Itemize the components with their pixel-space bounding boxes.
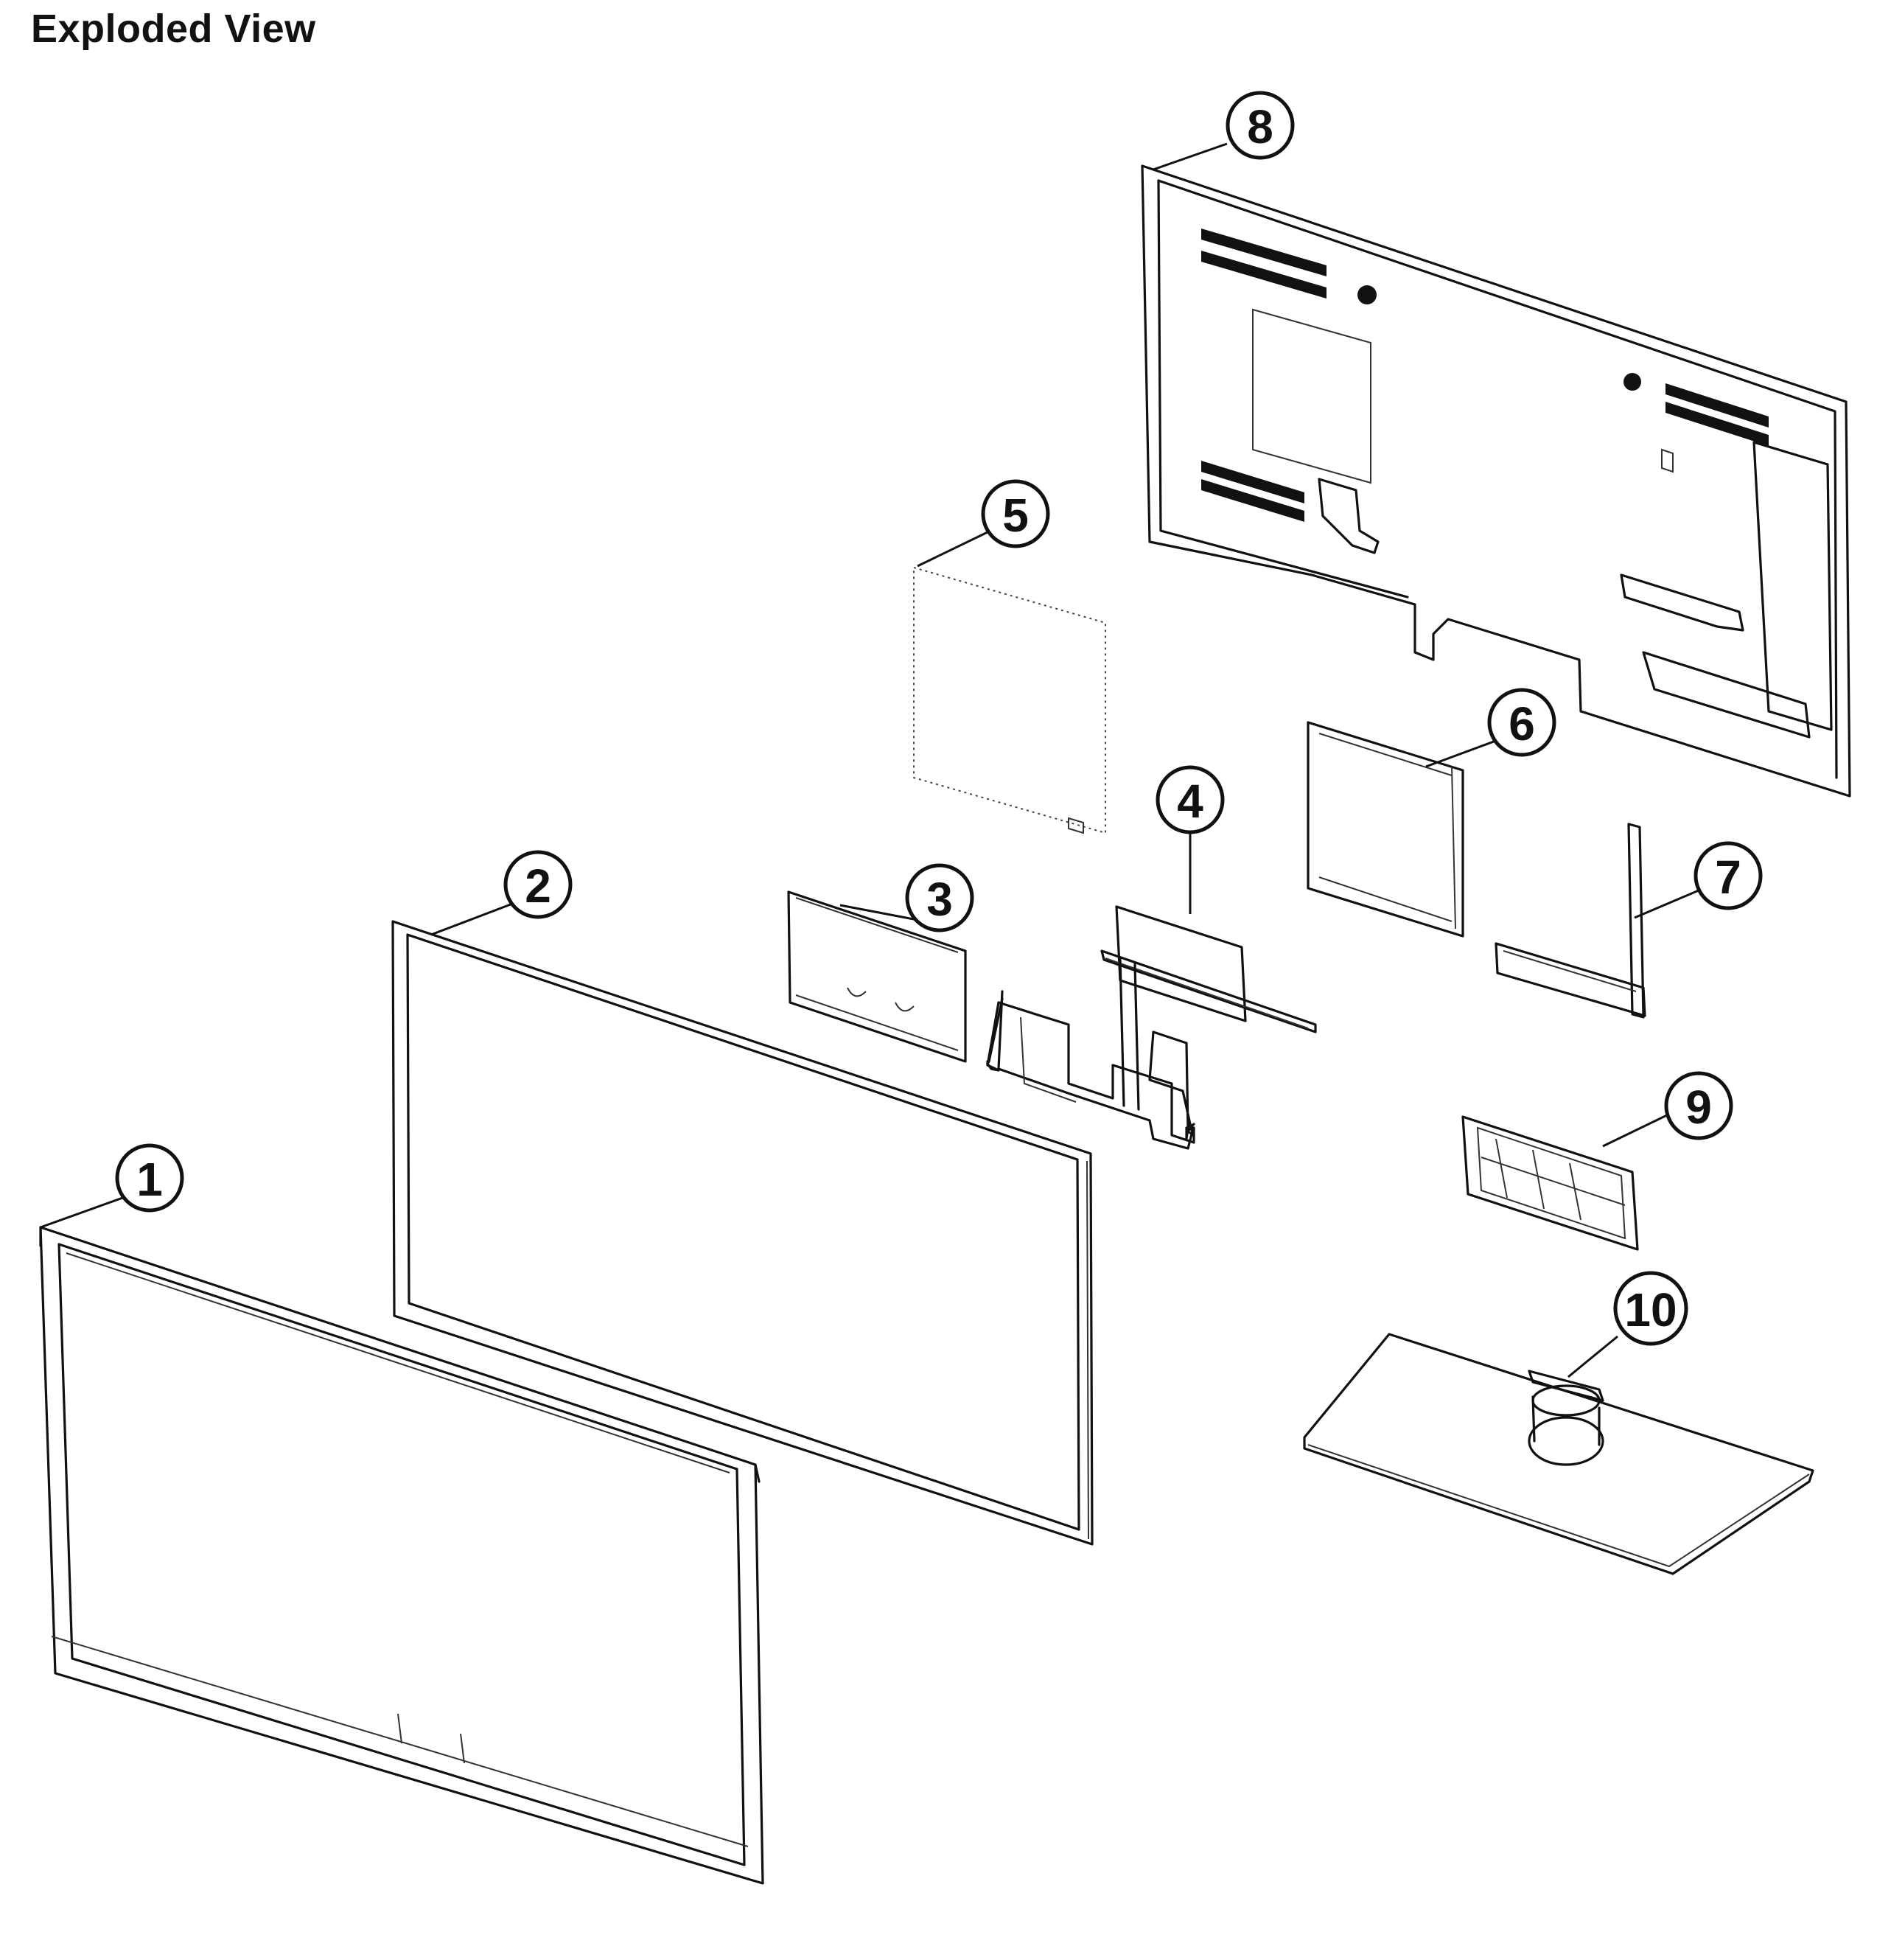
- part-4-main-bracket: [986, 905, 1317, 1150]
- callout-8: 8: [1226, 91, 1295, 160]
- leader-8: [1153, 142, 1228, 171]
- part-1-front-bezel: [39, 1226, 764, 1885]
- part-9-stand-neck: [1461, 1115, 1639, 1251]
- callout-1-number: 1: [136, 1153, 163, 1206]
- part-6-main-board: [1307, 721, 1464, 938]
- leader-6: [1425, 738, 1500, 768]
- callout-9-number: 9: [1685, 1081, 1712, 1134]
- leader-2: [430, 901, 515, 936]
- callout-4: 4: [1156, 765, 1225, 834]
- callout-5: 5: [981, 479, 1050, 548]
- callout-6: 6: [1487, 688, 1556, 757]
- part-2-lcd-panel: [391, 920, 1094, 1546]
- callout-6-number: 6: [1509, 697, 1535, 750]
- part-3-board-shield: [787, 890, 967, 1063]
- callout-5-number: 5: [1002, 489, 1029, 542]
- callout-7: 7: [1694, 841, 1763, 910]
- leader-9: [1602, 1112, 1672, 1148]
- leader-1: [40, 1195, 127, 1229]
- callout-3-number: 3: [926, 873, 953, 926]
- part-10-stand-base: [1303, 1333, 1814, 1575]
- callout-10: 10: [1613, 1271, 1688, 1346]
- callout-9: 9: [1664, 1071, 1733, 1140]
- callout-10-number: 10: [1624, 1283, 1677, 1336]
- leader-5: [917, 531, 988, 568]
- callout-1: 1: [115, 1143, 184, 1213]
- callout-8-number: 8: [1247, 100, 1273, 153]
- callout-7-number: 7: [1715, 851, 1741, 904]
- part-7-side-bracket: [1495, 823, 1646, 1019]
- callout-4-number: 4: [1177, 775, 1203, 828]
- part-5-insulation-sheet: [913, 566, 1106, 834]
- leader-7: [1634, 889, 1699, 919]
- leader-3: [839, 904, 918, 921]
- part-8-back-cover: [1141, 164, 1851, 798]
- callout-2-number: 2: [525, 859, 551, 913]
- callout-2: 2: [503, 850, 573, 919]
- page-title: Exploded View: [31, 7, 316, 51]
- callout-3: 3: [905, 863, 974, 932]
- leader-10: [1567, 1335, 1618, 1378]
